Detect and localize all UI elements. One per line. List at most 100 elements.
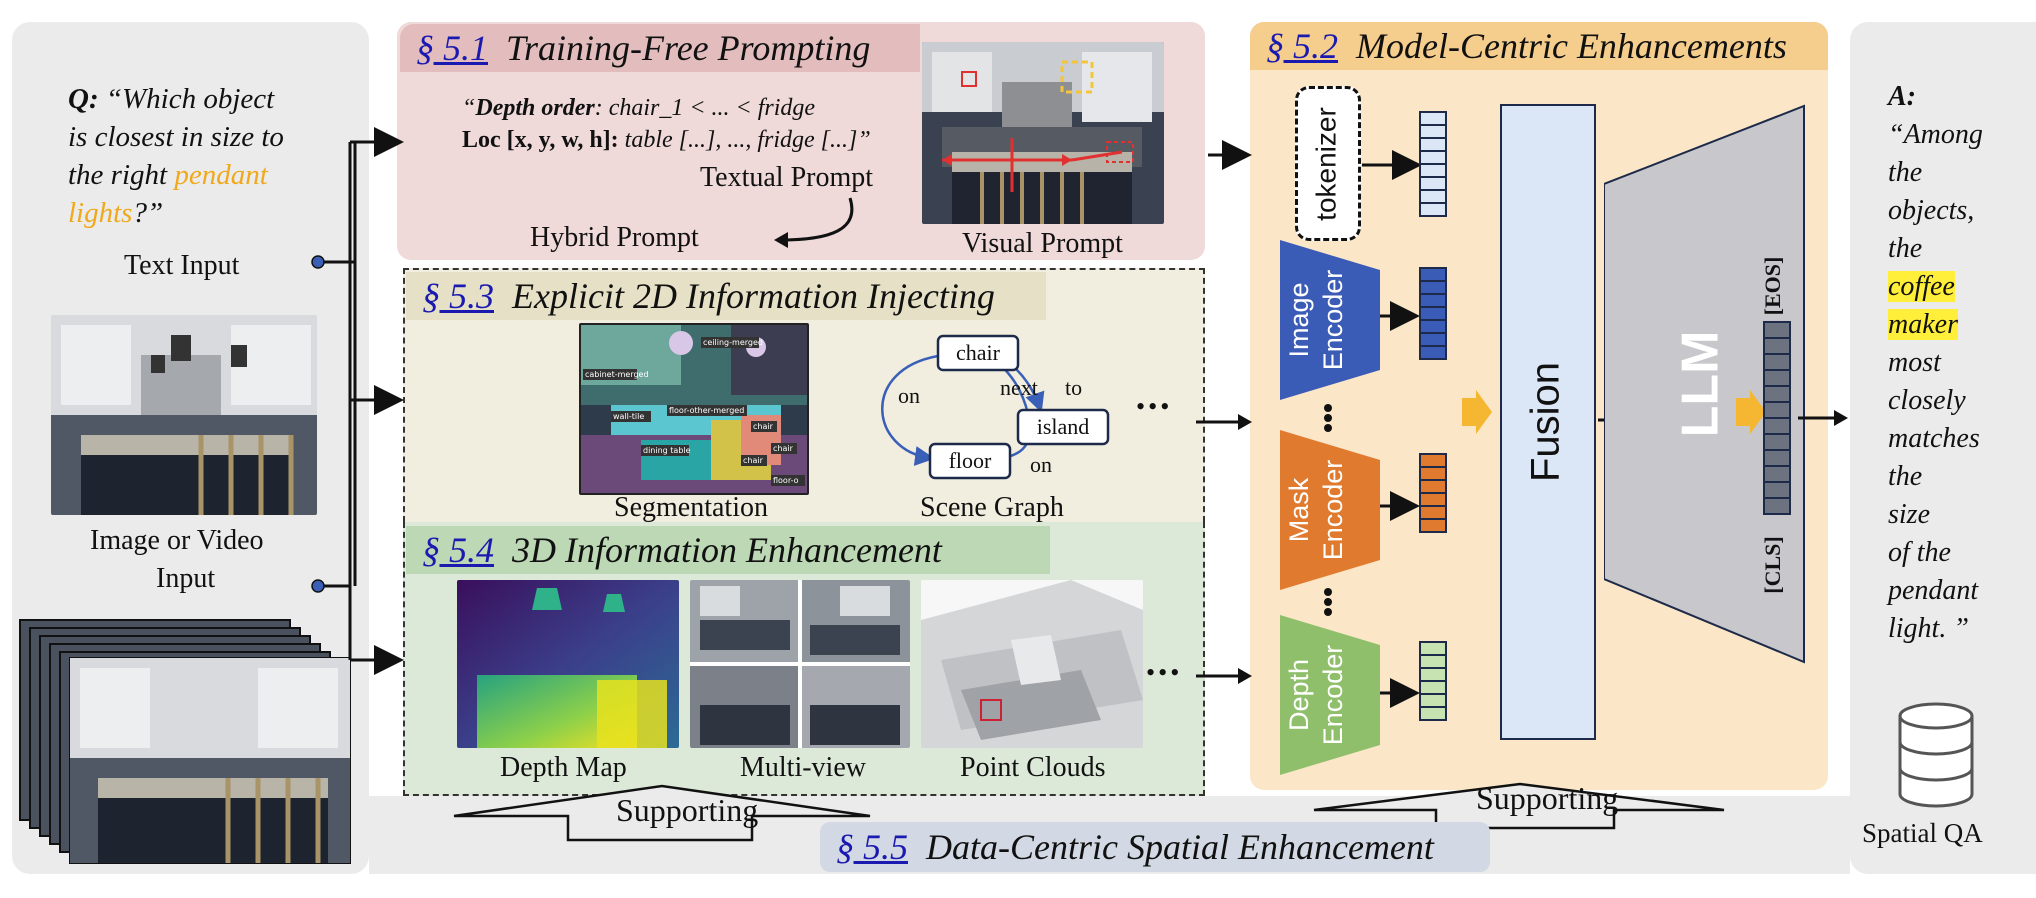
- image-input-label-2: Input: [156, 563, 216, 594]
- graph-node-island: island: [1037, 414, 1090, 439]
- section-5-2-title: § 5.2 Model-Centric Enhancements: [1250, 22, 1828, 70]
- question-highlight-1: pendant: [174, 159, 268, 191]
- visual-prompt-label: Visual Prompt: [962, 228, 1123, 259]
- seg-tag-8: floor-o: [773, 476, 799, 485]
- image-encoder-shape: [1280, 240, 1380, 400]
- fusion-block: [1500, 104, 1596, 740]
- answer-line-9: size: [1888, 499, 1930, 530]
- section-5-2-link[interactable]: § 5.2: [1266, 26, 1338, 66]
- encoder-arrows: [1380, 301, 1420, 708]
- visual-to-hybrid-arrow: [774, 197, 854, 248]
- token-stacks: [1362, 111, 1447, 721]
- image-encoder-line2: Encoder: [1318, 270, 1348, 371]
- loc-value: table [...], ..., fridge [...]”: [618, 127, 871, 153]
- multi-view-image: [690, 580, 910, 748]
- seg-tag-5: chair: [753, 422, 774, 431]
- seg-tag-4: dining table: [643, 446, 691, 455]
- supporting-left-label: Supporting: [616, 792, 759, 828]
- tokenizer-text: tokenizer: [1310, 107, 1341, 221]
- to-model-arrow-2: [1196, 414, 1252, 430]
- section-5-5-link[interactable]: § 5.5: [836, 827, 908, 867]
- svg-text:[CLS]: [CLS]: [1760, 536, 1785, 593]
- model-encoders: Image Encoder Mask Encoder Depth Encoder: [1280, 240, 1380, 775]
- depth-encoder-line2: Encoder: [1318, 645, 1348, 746]
- depth-encoder-shape: [1280, 615, 1380, 775]
- section-5-5-label: Data-Centric Spatial Enhancement: [926, 827, 1434, 867]
- mask-encoder-shape: [1280, 430, 1380, 590]
- graph-edge-on-1: on: [898, 383, 920, 408]
- seg-tag-7: chair: [743, 456, 764, 465]
- input-connectors: [311, 127, 404, 675]
- image-input-label-1: Image or Video: [90, 525, 264, 556]
- question-block: Q: “Which object is closest in size to t…: [68, 80, 284, 232]
- section-5-4-label: 3D Information Enhancement: [512, 530, 942, 570]
- depth-map-label: Depth Map: [500, 752, 627, 783]
- point-clouds-label: Point Clouds: [960, 752, 1106, 783]
- seg-tag-1: cabinet-merged: [585, 370, 649, 379]
- seg-tag-0: ceiling-merged: [703, 338, 763, 347]
- fusion-label: Fusion: [1524, 362, 1568, 482]
- spatial-qa-label: Spatial QA: [1862, 818, 1983, 848]
- textual-prompt-label: Textual Prompt: [700, 162, 874, 193]
- point-cloud-image: [921, 580, 1143, 748]
- explicit-2d-ellipsis: •••: [1136, 392, 1173, 421]
- answer-line-12: light. ”: [1888, 613, 1969, 644]
- graph-node-floor: floor: [949, 448, 992, 473]
- textual-prompt-content: “Depth order: chair_1 < ... < fridge Loc…: [462, 95, 871, 153]
- llm-shape-main: LLM: [1604, 104, 1805, 664]
- depth-map-image: [457, 580, 679, 748]
- svg-text:Fusion: Fusion: [1524, 362, 1568, 482]
- mask-encoder-line2: Encoder: [1318, 460, 1348, 561]
- text-input-label: Text Input: [124, 250, 240, 281]
- section-5-3-title: § 5.3 Explicit 2D Information Injecting: [406, 272, 1046, 320]
- section-5-4-title: § 5.4 3D Information Enhancement: [406, 526, 1050, 574]
- graph-edge-on-2: on: [1030, 452, 1052, 477]
- database-icon: [1898, 702, 1974, 808]
- answer-line-7: matches: [1888, 423, 1980, 454]
- video-frame-stack: [18, 618, 358, 868]
- supporting-right-label: Supporting: [1476, 780, 1619, 816]
- answer-line-2: the: [1888, 157, 1923, 188]
- answer-prefix: A:: [1888, 81, 1916, 112]
- answer-line-11: pendant: [1888, 575, 1979, 606]
- visual-prompt-image: [922, 42, 1164, 224]
- answer-line-10: of the: [1888, 537, 1951, 568]
- section-5-4-link[interactable]: § 5.4: [422, 530, 494, 570]
- supporting-arrow-right: [1313, 782, 1725, 830]
- answer-highlight-1: coffee: [1888, 271, 1955, 302]
- question-line-3: the right: [68, 159, 168, 191]
- answer-line-8: the: [1888, 461, 1923, 492]
- tokenizer-box: [1295, 86, 1361, 241]
- answer-block: A: “Among the objects, the coffee maker …: [1888, 78, 1983, 648]
- svg-text:tokenizer: tokenizer: [1310, 107, 1341, 221]
- highlight-arrow-in: [1462, 390, 1492, 434]
- section-5-3-link[interactable]: § 5.3: [422, 276, 494, 316]
- answer-line-1: “Among: [1888, 119, 1983, 150]
- question-line-2: is closest in size to: [68, 121, 284, 153]
- section-5-1-title: § 5.1 Training-Free Prompting: [400, 24, 920, 72]
- scene-graph-label: Scene Graph: [920, 492, 1064, 523]
- output-token-column: [1763, 321, 1791, 515]
- section-5-3-label: Explicit 2D Information Injecting: [512, 276, 995, 316]
- answer-highlight-2: maker: [1888, 309, 1958, 340]
- supporting-arrow-left: [453, 784, 871, 842]
- answer-line-6: closely: [1888, 385, 1966, 416]
- question-highlight-2: lights: [68, 197, 133, 229]
- info-3d-ellipsis: •••: [1146, 658, 1183, 687]
- multi-view-label: Multi-view: [740, 752, 866, 783]
- eos-label: [EOS]: [1760, 257, 1785, 316]
- answer-line-4: the: [1888, 233, 1923, 264]
- graph-edge-to: to: [1065, 375, 1082, 400]
- input-image: [51, 315, 317, 515]
- seg-tag-2: wall-tile: [613, 412, 644, 421]
- depth-order-value: : chair_1 < ... < fridge: [594, 95, 816, 121]
- loc-key: Loc [x, y, w, h]:: [462, 127, 619, 153]
- question-line-1: “Which object: [105, 83, 275, 115]
- llm-main-label: LLM: [1672, 331, 1730, 438]
- scene-graph: chair island floor on next to on: [881, 334, 1110, 480]
- section-5-1-label: Training-Free Prompting: [506, 28, 871, 68]
- hybrid-prompt-label: Hybrid Prompt: [530, 222, 699, 253]
- section-5-1-link[interactable]: § 5.1: [416, 28, 488, 68]
- mask-encoder-line1: Mask: [1284, 477, 1314, 542]
- seg-tag-3: floor-other-merged: [669, 406, 744, 415]
